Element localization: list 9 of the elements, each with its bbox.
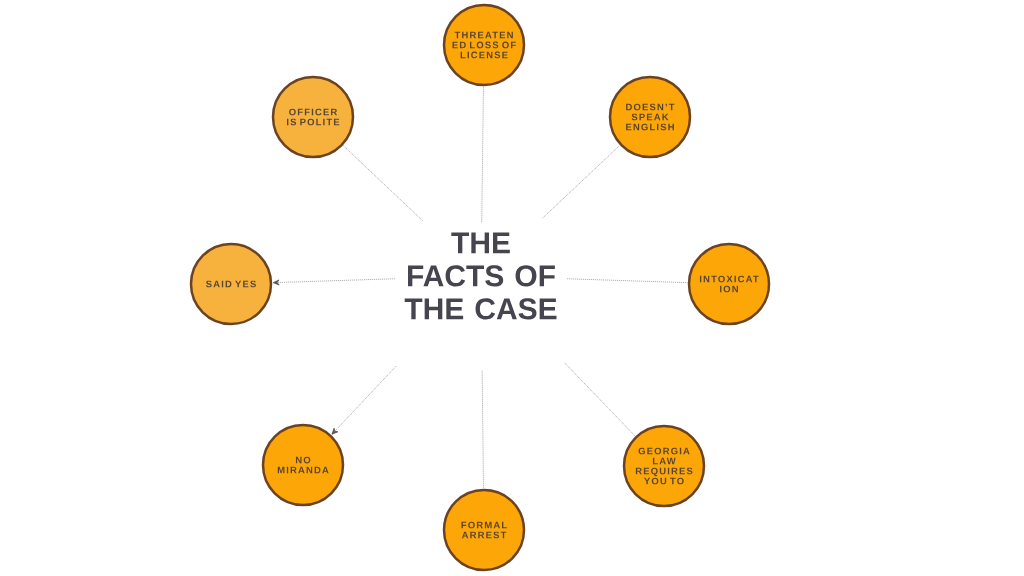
connector-line [342, 144, 423, 222]
connector-line [481, 85, 484, 223]
connector-line [564, 362, 636, 437]
connector-line [481, 370, 484, 490]
central-heading: THE FACTS OF THE CASE [404, 232, 557, 320]
connector-line [542, 144, 621, 219]
arrow [331, 365, 397, 435]
arrow [272, 278, 396, 286]
connector-line [566, 278, 689, 284]
